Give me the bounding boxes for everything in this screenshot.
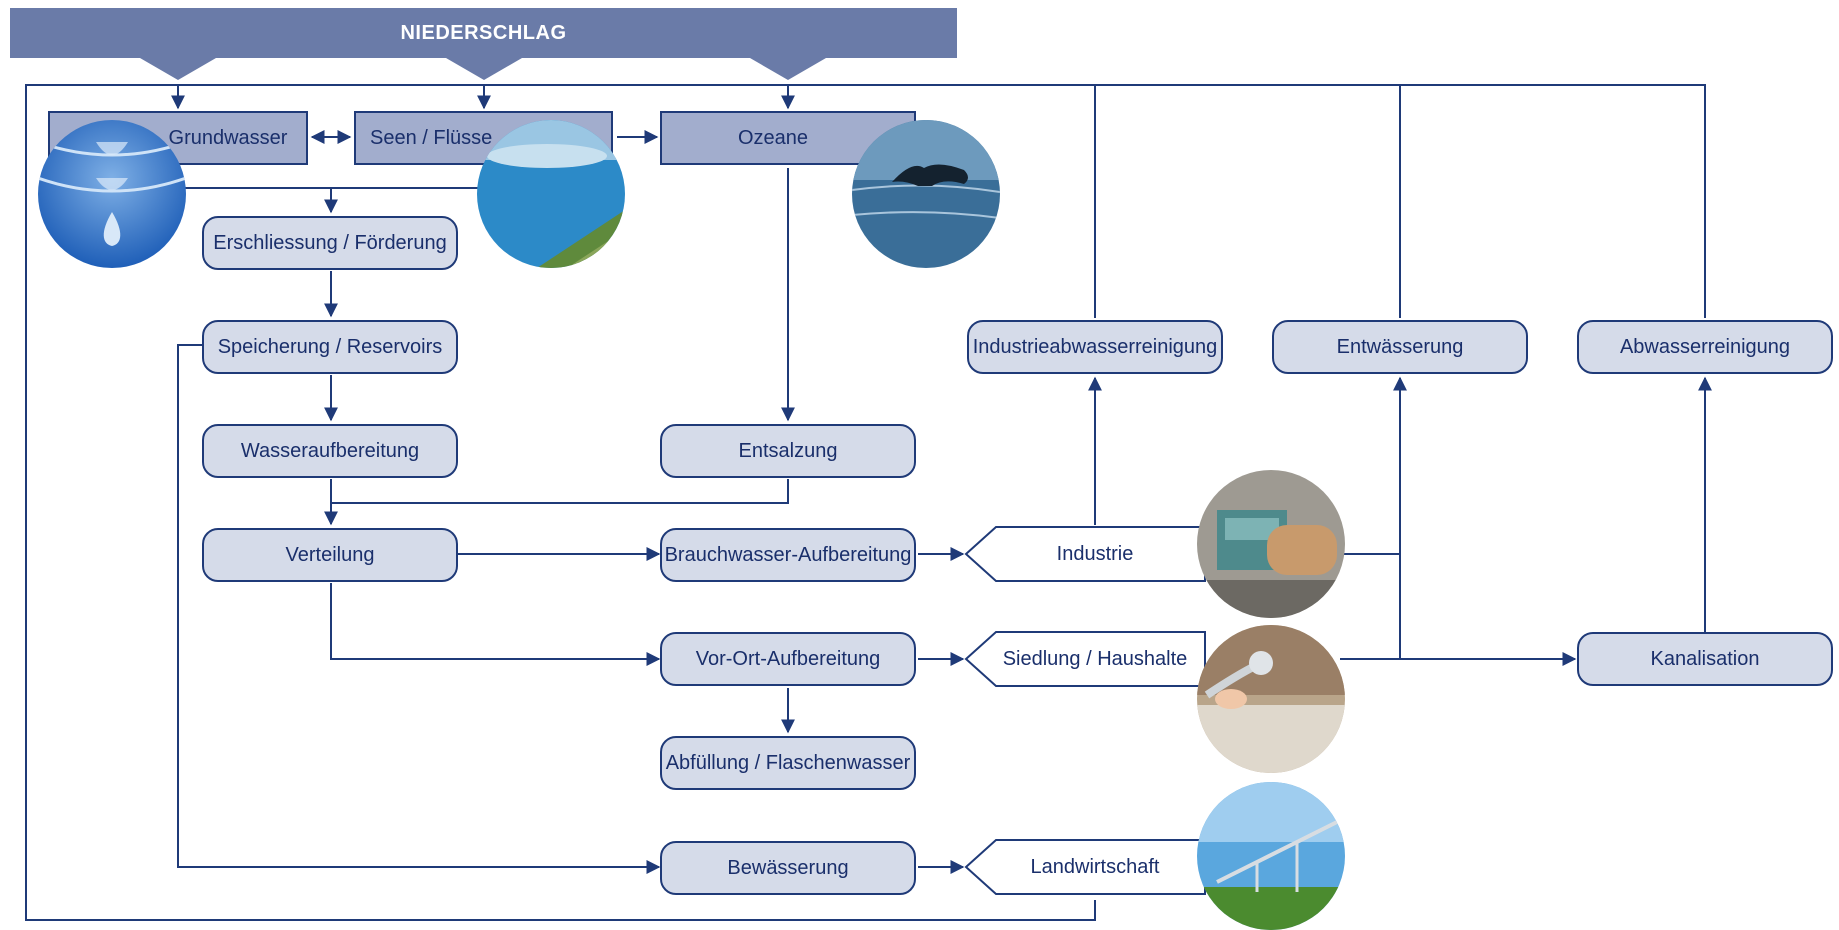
node-industrieabwasser-label: Industrieabwasserreinigung bbox=[972, 335, 1218, 358]
industry-machine-photo bbox=[1197, 470, 1345, 618]
source-grundwasser-label: Grundwasser bbox=[168, 126, 288, 149]
return-loop-line bbox=[25, 84, 1706, 921]
node-kanalisation[interactable]: Kanalisation bbox=[1577, 632, 1833, 686]
consumer-industrie[interactable]: Industrie bbox=[1056, 542, 1134, 565]
irrigation-field-photo bbox=[1197, 782, 1345, 930]
node-speicherung[interactable]: Speicherung / Reservoirs bbox=[202, 320, 458, 374]
node-erschliessung-label: Erschliessung / Förderung bbox=[213, 231, 447, 254]
water-drop-photo bbox=[38, 120, 186, 268]
consumer-landwirtschaft[interactable]: Landwirtschaft bbox=[1030, 855, 1160, 878]
node-kanalisation-label: Kanalisation bbox=[1650, 647, 1760, 670]
lake-aerial-photo bbox=[477, 120, 625, 268]
node-verteilung-label: Verteilung bbox=[285, 543, 375, 566]
node-abfuellung[interactable]: Abfüllung / Flaschenwasser bbox=[660, 736, 916, 790]
node-verteilung[interactable]: Verteilung bbox=[202, 528, 458, 582]
node-wasseraufbereitung-label: Wasseraufbereitung bbox=[240, 439, 420, 462]
node-speicherung-label: Speicherung / Reservoirs bbox=[217, 335, 443, 358]
node-industrieabwasser[interactable]: Industrieabwasserreinigung bbox=[967, 320, 1223, 374]
node-abwasserreinigung[interactable]: Abwasserreinigung bbox=[1577, 320, 1833, 374]
node-entwaesserung[interactable]: Entwässerung bbox=[1272, 320, 1528, 374]
node-brauchwasser-label: Brauchwasser-Aufbereitung bbox=[664, 543, 912, 566]
node-entsalzung-label: Entsalzung bbox=[738, 439, 838, 462]
node-bewaesserung-label: Bewässerung bbox=[727, 856, 849, 879]
node-vor-ort-label: Vor-Ort-Aufbereitung bbox=[695, 647, 881, 670]
node-brauchwasser[interactable]: Brauchwasser-Aufbereitung bbox=[660, 528, 916, 582]
source-seen-fluesse-label: Seen / Flüsse bbox=[370, 126, 493, 149]
node-abfuellung-label: Abfüllung / Flaschenwasser bbox=[665, 751, 911, 774]
node-vor-ort[interactable]: Vor-Ort-Aufbereitung bbox=[660, 632, 916, 686]
siedlung-tag-shape bbox=[964, 631, 1206, 687]
consumer-siedlung[interactable]: Siedlung / Haushalte bbox=[1002, 647, 1188, 670]
precipitation-banner: NIEDERSCHLAG bbox=[10, 8, 957, 58]
source-ozeane-label: Ozeane bbox=[737, 126, 809, 149]
node-wasseraufbereitung[interactable]: Wasseraufbereitung bbox=[202, 424, 458, 478]
node-entsalzung[interactable]: Entsalzung bbox=[660, 424, 916, 478]
node-erschliessung[interactable]: Erschliessung / Förderung bbox=[202, 216, 458, 270]
shower-tap-photo bbox=[1197, 625, 1345, 773]
whale-tail-photo bbox=[852, 120, 1000, 268]
node-bewaesserung[interactable]: Bewässerung bbox=[660, 841, 916, 895]
node-abwasserreinigung-label: Abwasserreinigung bbox=[1619, 335, 1791, 358]
node-entwaesserung-label: Entwässerung bbox=[1336, 335, 1464, 358]
